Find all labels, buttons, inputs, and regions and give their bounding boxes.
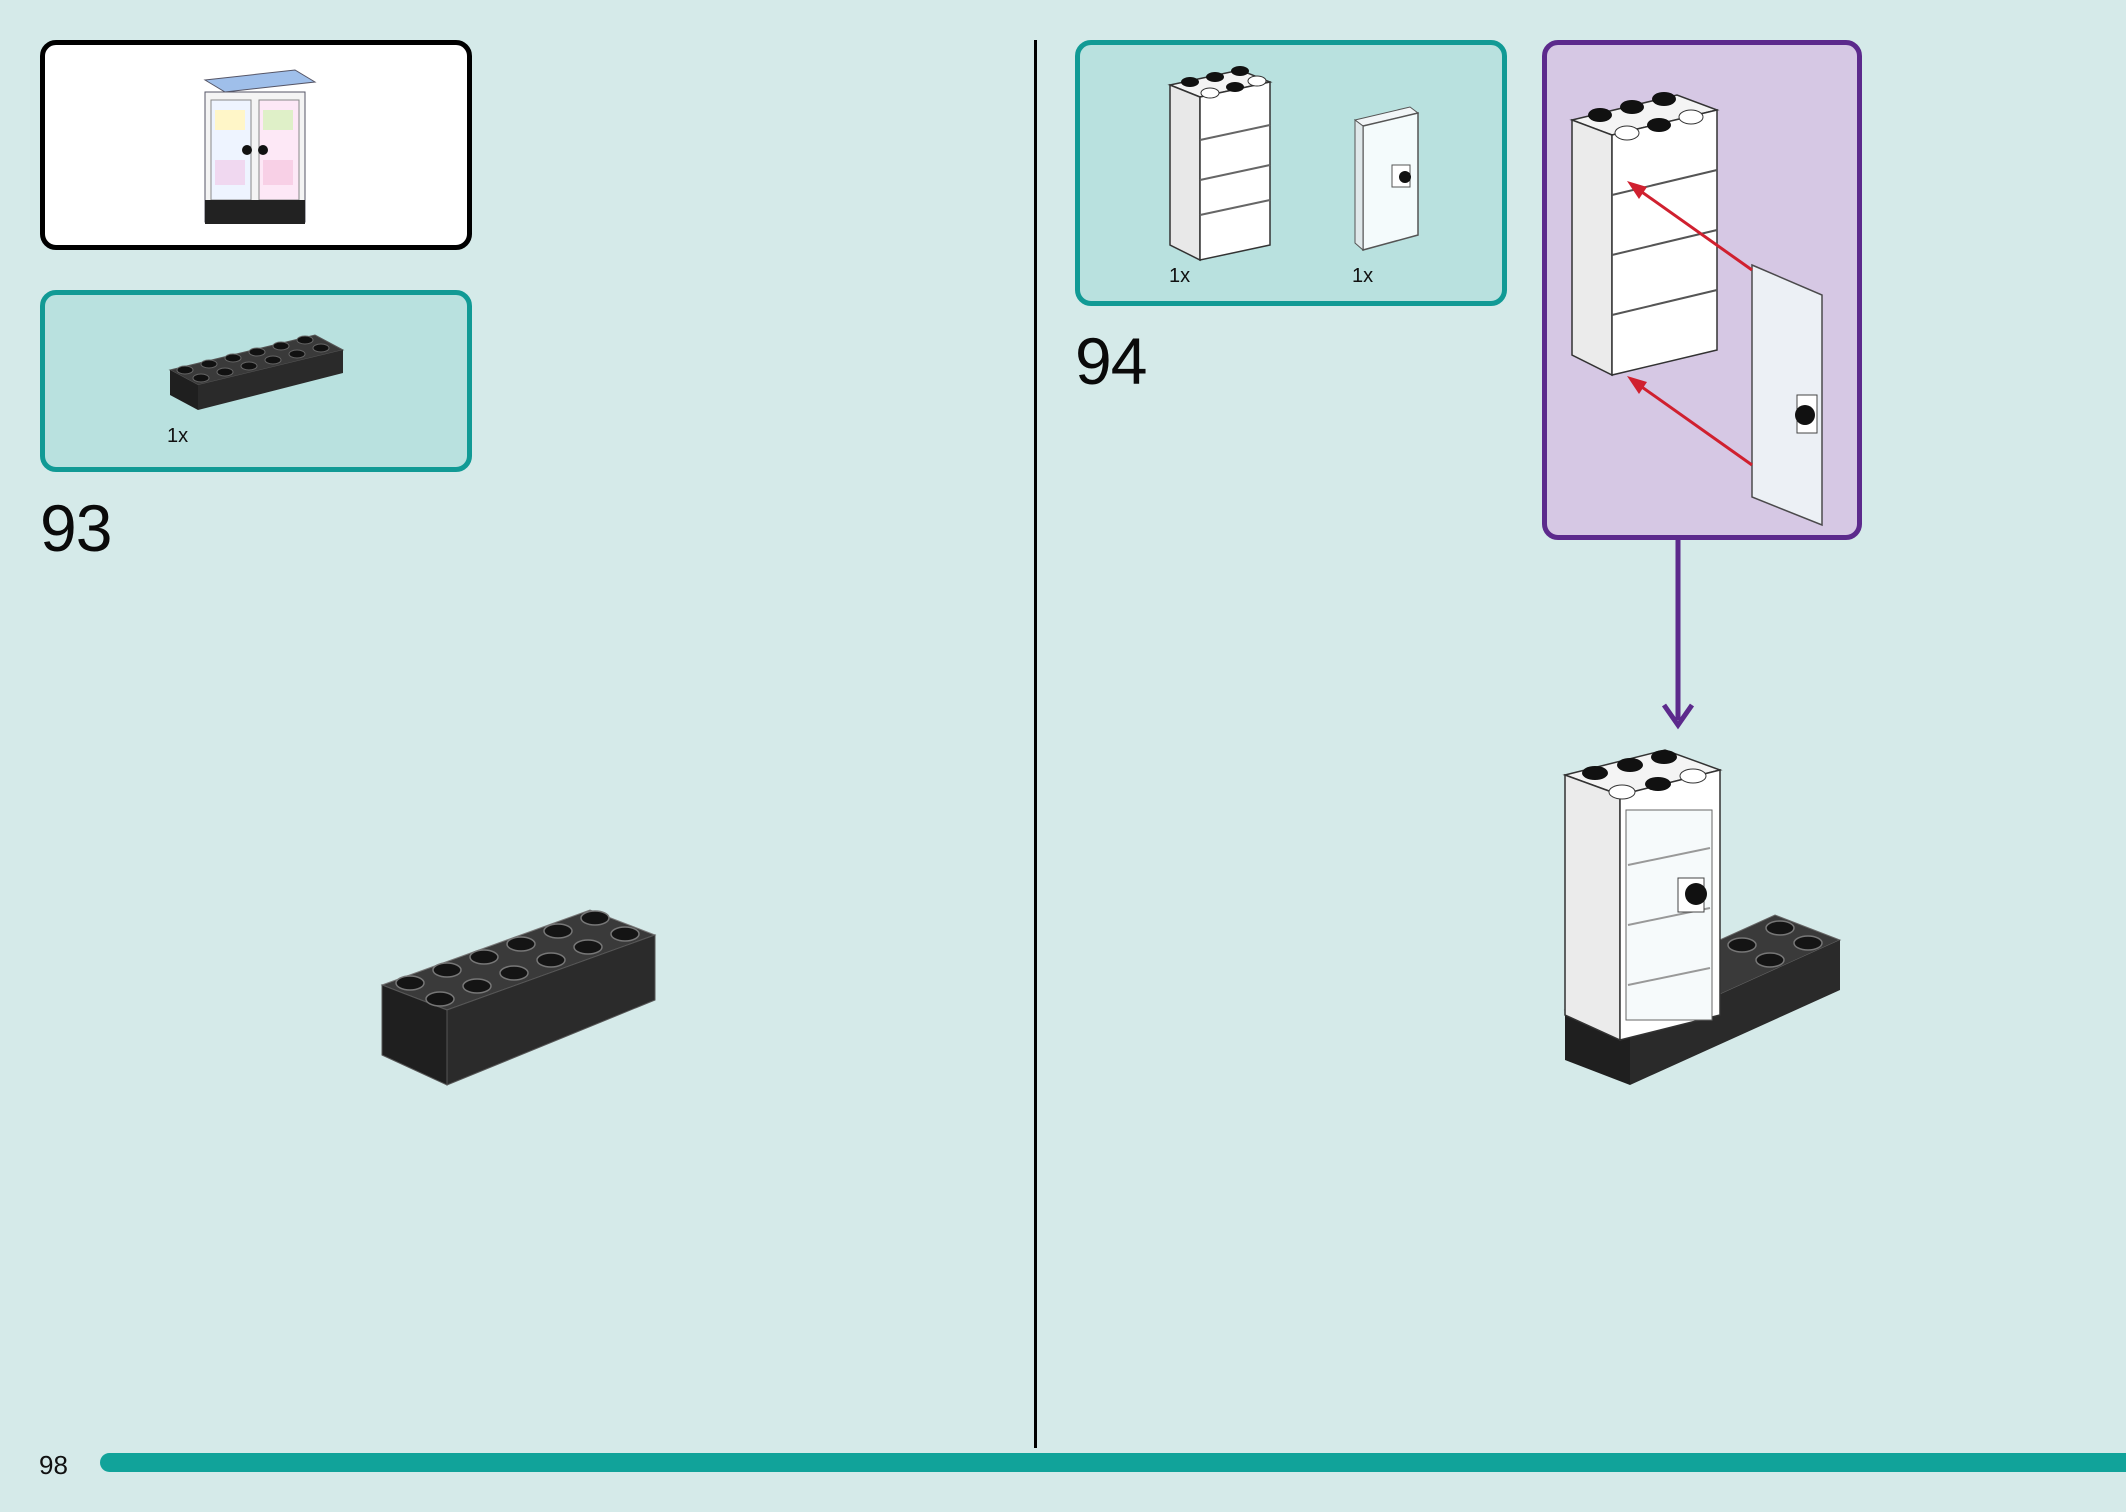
submodel-preview-box	[40, 40, 472, 250]
cupboard-door-attachment	[1569, 92, 1823, 527]
refrigerator-preview-icon	[203, 69, 317, 224]
part-quantity: 1x	[1169, 265, 1191, 287]
black-brick-2x6-part	[168, 334, 345, 410]
part-quantity: 1x	[1352, 265, 1374, 287]
transparent-door-part	[1353, 106, 1420, 252]
progress-bar	[100, 1453, 2126, 1472]
parts-list-step-93: 1x	[40, 290, 472, 472]
part-quantity: 1x	[167, 425, 189, 447]
white-cupboard-frame-part	[1167, 66, 1273, 262]
step-number-93: 93	[40, 491, 112, 565]
black-brick-2x6-assembly	[380, 909, 657, 1086]
cupboard-assembly-result	[1562, 749, 1842, 1085]
parts-list-step-94: 1x 1x	[1075, 40, 1507, 306]
page-number: 98	[39, 1450, 68, 1480]
purple-down-arrow-icon	[1661, 540, 1695, 730]
step-number-94: 94	[1075, 324, 1147, 398]
assembly-callout	[1542, 40, 1862, 540]
page-divider	[1034, 40, 1037, 1448]
